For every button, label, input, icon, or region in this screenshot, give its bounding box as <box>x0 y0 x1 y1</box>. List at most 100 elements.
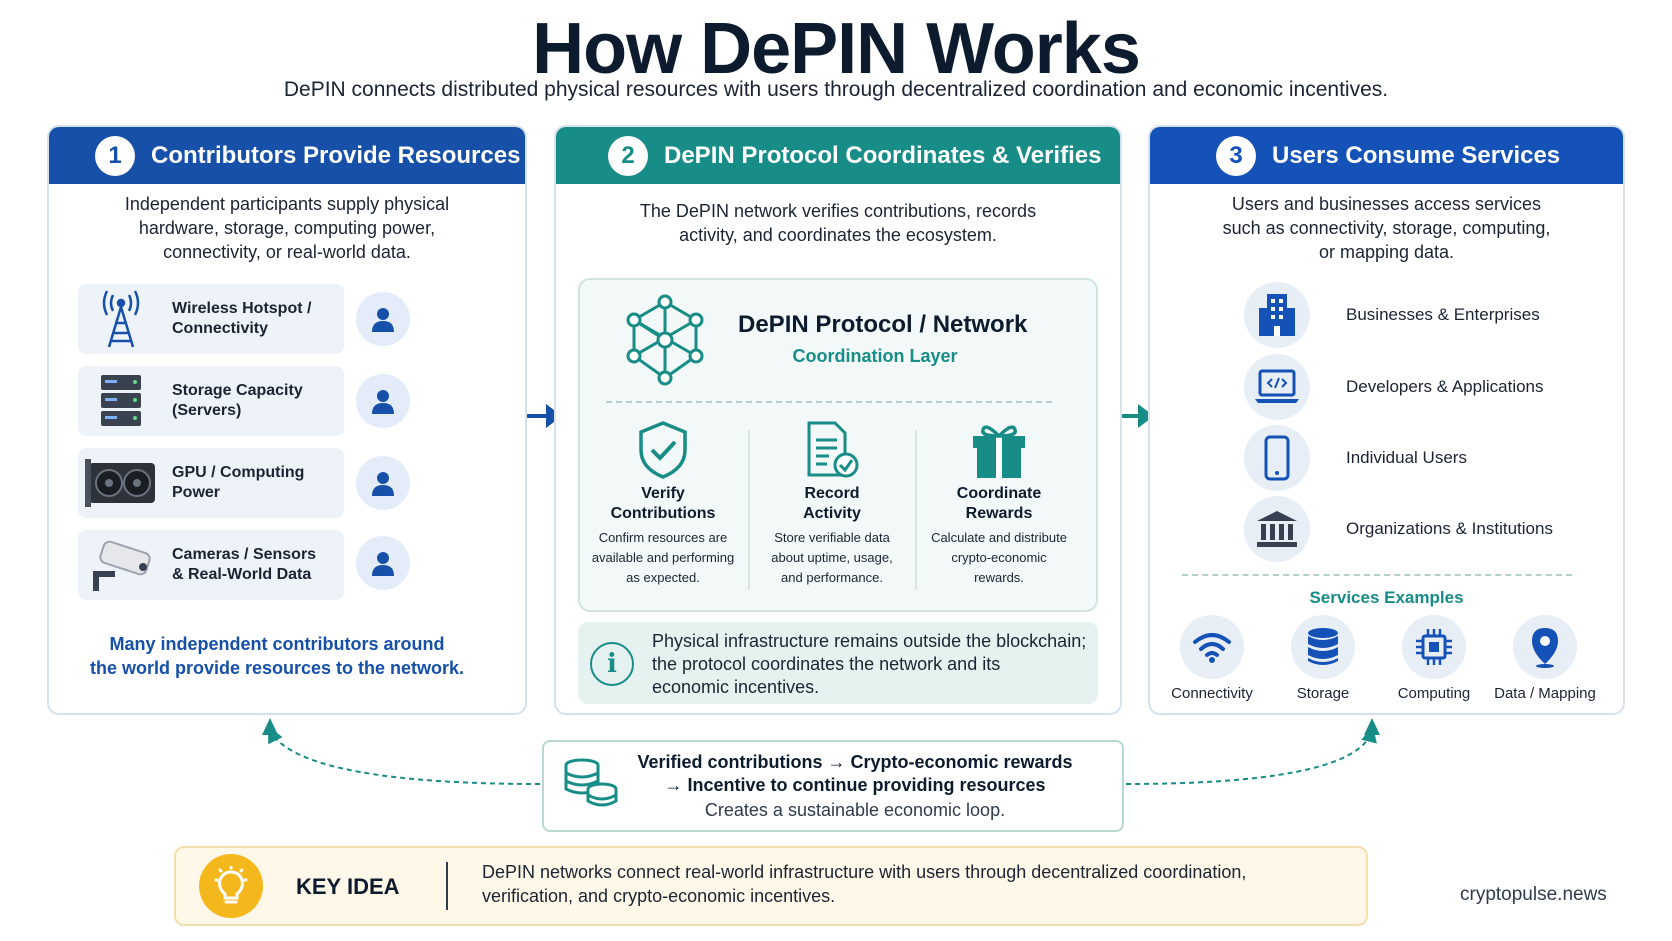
note-line: the world provide resources to the netwo… <box>89 658 465 678</box>
key-idea-label: KEY IDEA <box>296 874 400 899</box>
resource-label: GPU / Computing <box>172 464 305 481</box>
wifi-icon <box>1180 615 1244 679</box>
services-title: Services Examples <box>1309 588 1464 607</box>
resource-label: Storage Capacity <box>172 382 303 399</box>
page-title: How DePIN Works <box>532 9 1141 89</box>
step-desc: Store verifiable data <box>774 530 890 545</box>
service-storage: Storage <box>1268 615 1378 702</box>
step-title: Record <box>804 485 860 502</box>
step-desc: available and performing <box>591 550 735 565</box>
panel2-description: The DePIN network verifies contributions… <box>564 199 1112 247</box>
user-row-organizations: Organizations & Institutions <box>1244 496 1624 562</box>
service-label: Computing <box>1397 685 1471 702</box>
panel-title: DePIN Protocol Coordinates & Verifies <box>664 141 1102 169</box>
info-line: Physical infrastructure remains outside … <box>652 631 1087 651</box>
key-idea-text: DePIN networks connect real-world infras… <box>482 860 1342 908</box>
loop-line: Creates a sustainable economic loop. <box>704 800 1006 820</box>
map-pin-icon <box>1513 615 1577 679</box>
network-graph-icon <box>622 294 708 391</box>
contributor-person-icon <box>356 536 410 590</box>
info-note-text: Physical infrastructure remains outside … <box>652 630 1096 699</box>
database-icon <box>1291 615 1355 679</box>
service-label: Data / Mapping <box>1494 685 1596 702</box>
resource-label: Cameras / Sensors <box>172 546 317 563</box>
protocol-subtitle: Coordination Layer <box>792 346 958 366</box>
panel-title: Contributors Provide Resources <box>151 141 521 169</box>
panel-header: 1 Contributors Provide Resources <box>49 127 525 184</box>
step-title: Verify <box>641 485 685 502</box>
panel-users: 3 Users Consume Services <box>1148 125 1625 715</box>
key-idea-line: DePIN networks connect real-world infras… <box>482 862 1247 882</box>
desc-line: Independent participants supply physical <box>124 194 450 214</box>
laptop-code-icon <box>1244 354 1310 420</box>
divider <box>748 430 750 590</box>
panel-title: Users Consume Services <box>1272 141 1561 169</box>
step-title: Contributions <box>610 505 716 522</box>
step-desc: about uptime, usage, <box>771 550 893 565</box>
user-row-businesses: Businesses & Enterprises <box>1244 282 1624 348</box>
desc-line: connectivity, or real-world data. <box>163 242 411 262</box>
divider <box>606 401 1052 403</box>
info-line: the protocol coordinates the network and… <box>652 654 1001 674</box>
desc-line: hardware, storage, computing power, <box>138 218 436 238</box>
divider <box>446 862 448 910</box>
gpu-card-icon <box>78 448 164 518</box>
user-label: Developers & Applications <box>1346 377 1544 396</box>
step-desc: crypto-economic <box>951 550 1047 565</box>
user-row-individuals: Individual Users <box>1244 425 1624 491</box>
desc-line: or mapping data. <box>1318 242 1455 262</box>
contributor-person-icon <box>356 292 410 346</box>
info-line: economic incentives. <box>652 677 820 697</box>
protocol-title: DePIN Protocol / Network <box>738 311 1028 338</box>
key-idea-line: verification, and crypto-economic incent… <box>482 886 836 906</box>
step-desc: rewards. <box>974 570 1024 585</box>
panel1-description: Independent participants supply physical… <box>60 192 514 264</box>
info-icon: i <box>590 642 634 686</box>
step-title: Coordinate <box>956 485 1042 502</box>
desc-line: The DePIN network verifies contributions… <box>639 201 1037 221</box>
resource-label: & Real-World Data <box>172 566 312 583</box>
key-idea-box <box>174 846 1368 926</box>
service-label: Storage <box>1296 685 1350 702</box>
divider <box>1182 574 1572 576</box>
resource-card-sensors: Cameras / Sensors & Real-World Data <box>78 530 344 600</box>
step-desc: and performance. <box>781 570 883 585</box>
resource-label: Power <box>172 484 221 501</box>
note-line: Many independent contributors around <box>109 634 445 654</box>
step-number-badge: 3 <box>1216 135 1256 176</box>
document-check-icon <box>753 420 911 480</box>
user-label: Businesses & Enterprises <box>1346 305 1540 324</box>
contributor-person-icon <box>356 456 410 510</box>
desc-line: Users and businesses access services <box>1231 194 1542 214</box>
contributor-person-icon <box>356 374 410 428</box>
page-subtitle: DePIN connects distributed physical reso… <box>283 78 1389 101</box>
step-number-badge: 1 <box>95 135 135 176</box>
step-number-badge: 2 <box>608 135 648 176</box>
step-desc: Confirm resources are <box>598 530 728 545</box>
service-label: Connectivity <box>1171 685 1253 702</box>
desc-line: activity, and coordinates the ecosystem. <box>679 225 997 245</box>
institution-icon <box>1244 496 1310 562</box>
smartphone-icon <box>1244 425 1310 491</box>
step-title: Rewards <box>965 505 1033 522</box>
panel3-description: Users and businesses access services suc… <box>1160 192 1613 264</box>
loop-line: Verified contributions → Crypto-economic… <box>637 752 1073 772</box>
security-camera-icon <box>78 530 164 600</box>
user-label: Individual Users <box>1346 448 1467 467</box>
panel-header: 3 Users Consume Services <box>1150 127 1623 184</box>
loop-line: → Incentive to continue providing resour… <box>664 775 1046 795</box>
service-connectivity: Connectivity <box>1157 615 1267 702</box>
wireless-tower-icon <box>78 284 164 354</box>
gift-icon <box>920 420 1078 480</box>
service-computing: Computing <box>1379 615 1489 702</box>
divider <box>915 430 917 590</box>
shield-check-icon <box>584 420 742 480</box>
user-row-developers: Developers & Applications <box>1244 354 1624 420</box>
brand-watermark: cryptopulse.news <box>1460 884 1607 905</box>
user-label: Organizations & Institutions <box>1346 519 1553 538</box>
panel-header: 2 DePIN Protocol Coordinates & Verifies <box>556 127 1120 184</box>
